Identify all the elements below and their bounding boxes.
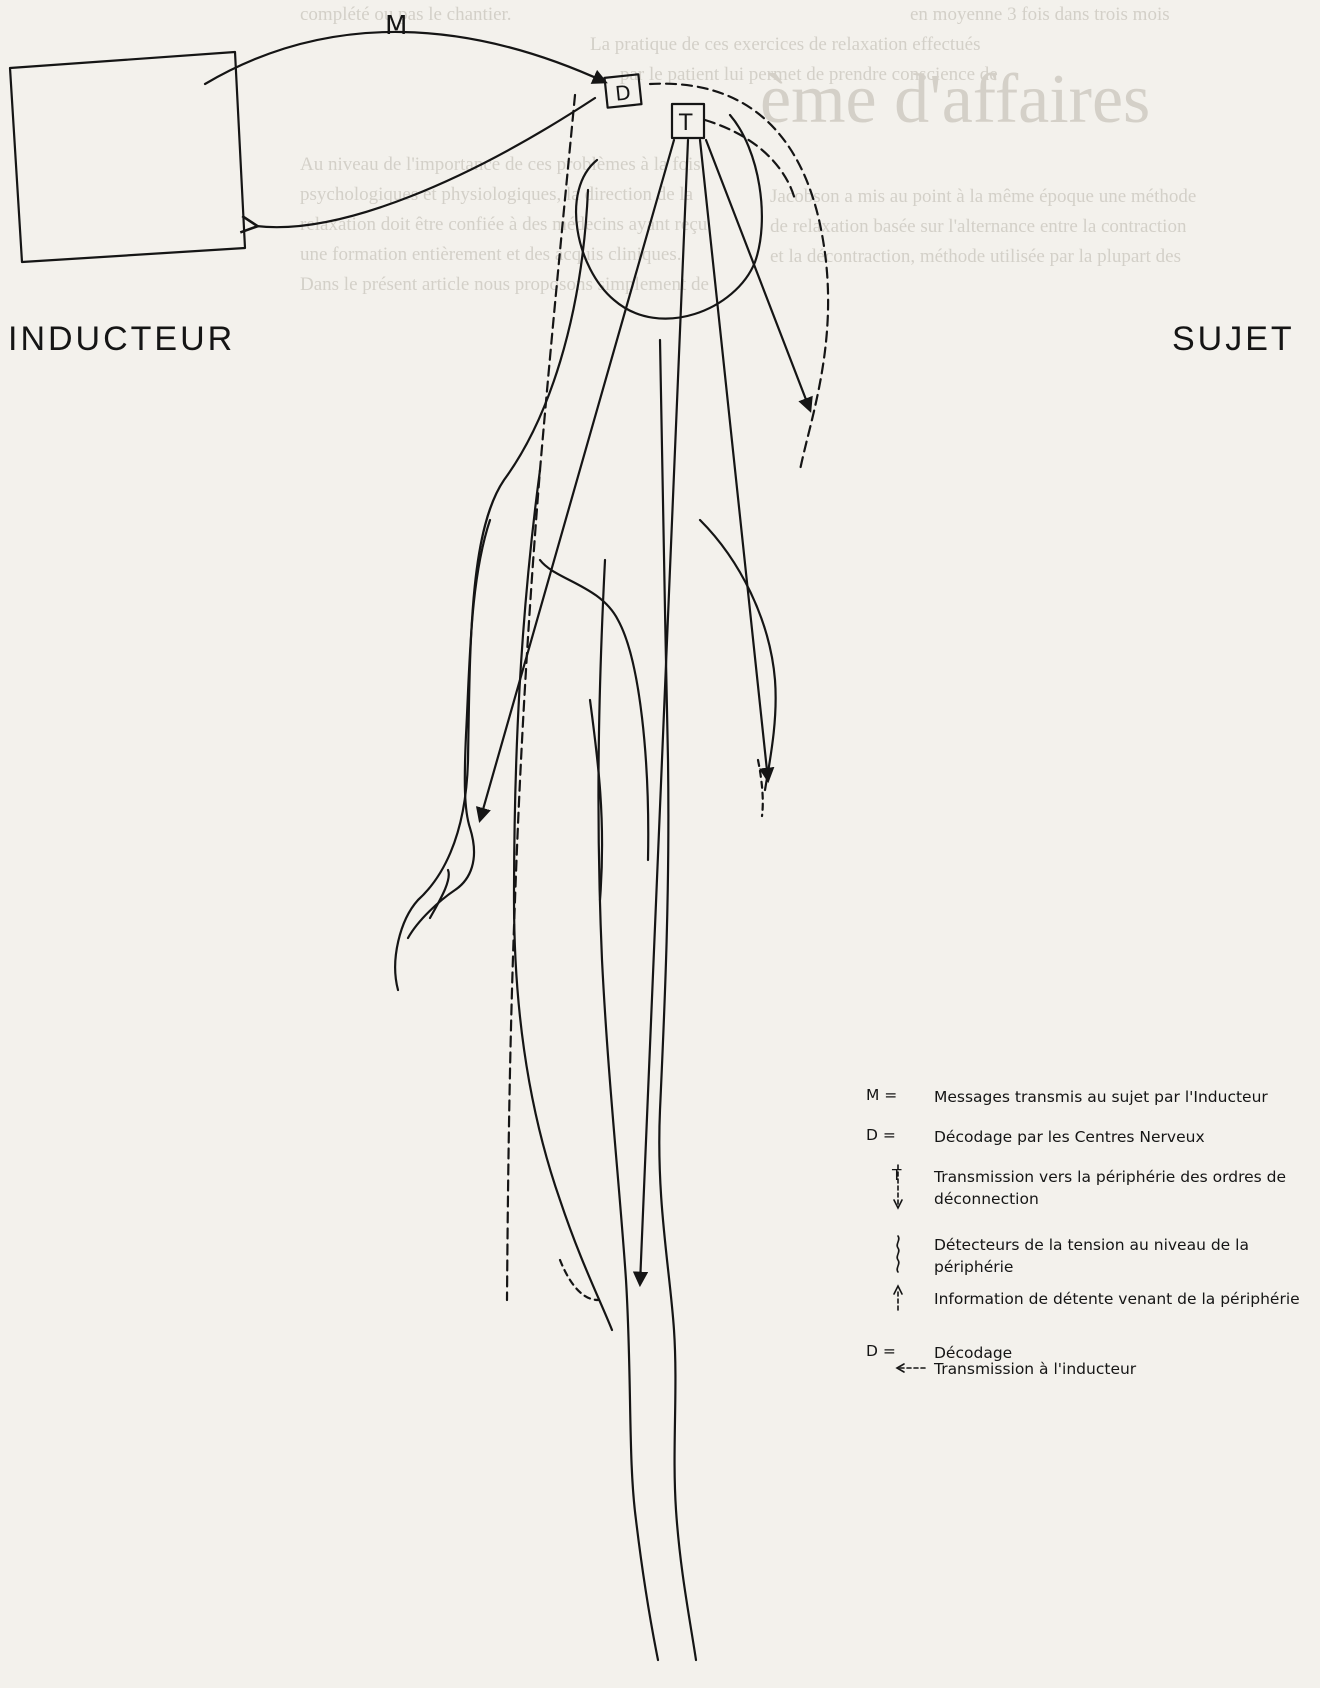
inductor-box xyxy=(10,52,245,262)
dashed-head-right xyxy=(705,120,795,200)
left-hand xyxy=(430,870,449,918)
legend-text: Transmission à l'inducteur xyxy=(934,1358,1306,1380)
transmission-arrow-left-hand xyxy=(480,140,674,820)
torso-inner-line xyxy=(540,560,648,860)
legend-text: Détecteurs de la tension au niveau de la… xyxy=(934,1234,1306,1278)
legend-symbol: T xyxy=(892,1166,936,1184)
dashed-left-contour xyxy=(507,95,575,1300)
legend-wavy-symbol xyxy=(897,1236,899,1272)
body-left-outline xyxy=(395,190,588,990)
legend-symbol: D = xyxy=(866,1342,910,1360)
transmission-arrow-right-hand xyxy=(700,140,768,780)
transmission-arrow-foot xyxy=(640,140,688,1284)
right-arm-hatch xyxy=(758,760,763,816)
label-m: M xyxy=(385,11,407,41)
legend-symbol: M = xyxy=(866,1086,910,1104)
back-leg-foot xyxy=(560,1260,598,1300)
legend-text: Messages transmis au sujet par l'Inducte… xyxy=(934,1086,1306,1108)
legend-text: Information de détente venant de la péri… xyxy=(934,1288,1306,1310)
leg-outline-left xyxy=(598,560,658,1660)
leg-outline-right xyxy=(659,340,696,1660)
inductor-label: INDUCTEUR xyxy=(8,320,235,359)
head-outline xyxy=(576,115,762,319)
back-leg xyxy=(514,470,612,1330)
label-t: T xyxy=(678,111,693,136)
legend-text: Transmission vers la périphérie des ordr… xyxy=(934,1166,1306,1210)
subject-label: SUJET xyxy=(1172,320,1295,359)
label-d: D xyxy=(614,80,632,105)
legend-symbol: D = xyxy=(866,1126,910,1144)
return-arrow xyxy=(256,98,595,227)
legend-text: Décodage par les Centres Nerveux xyxy=(934,1126,1306,1148)
